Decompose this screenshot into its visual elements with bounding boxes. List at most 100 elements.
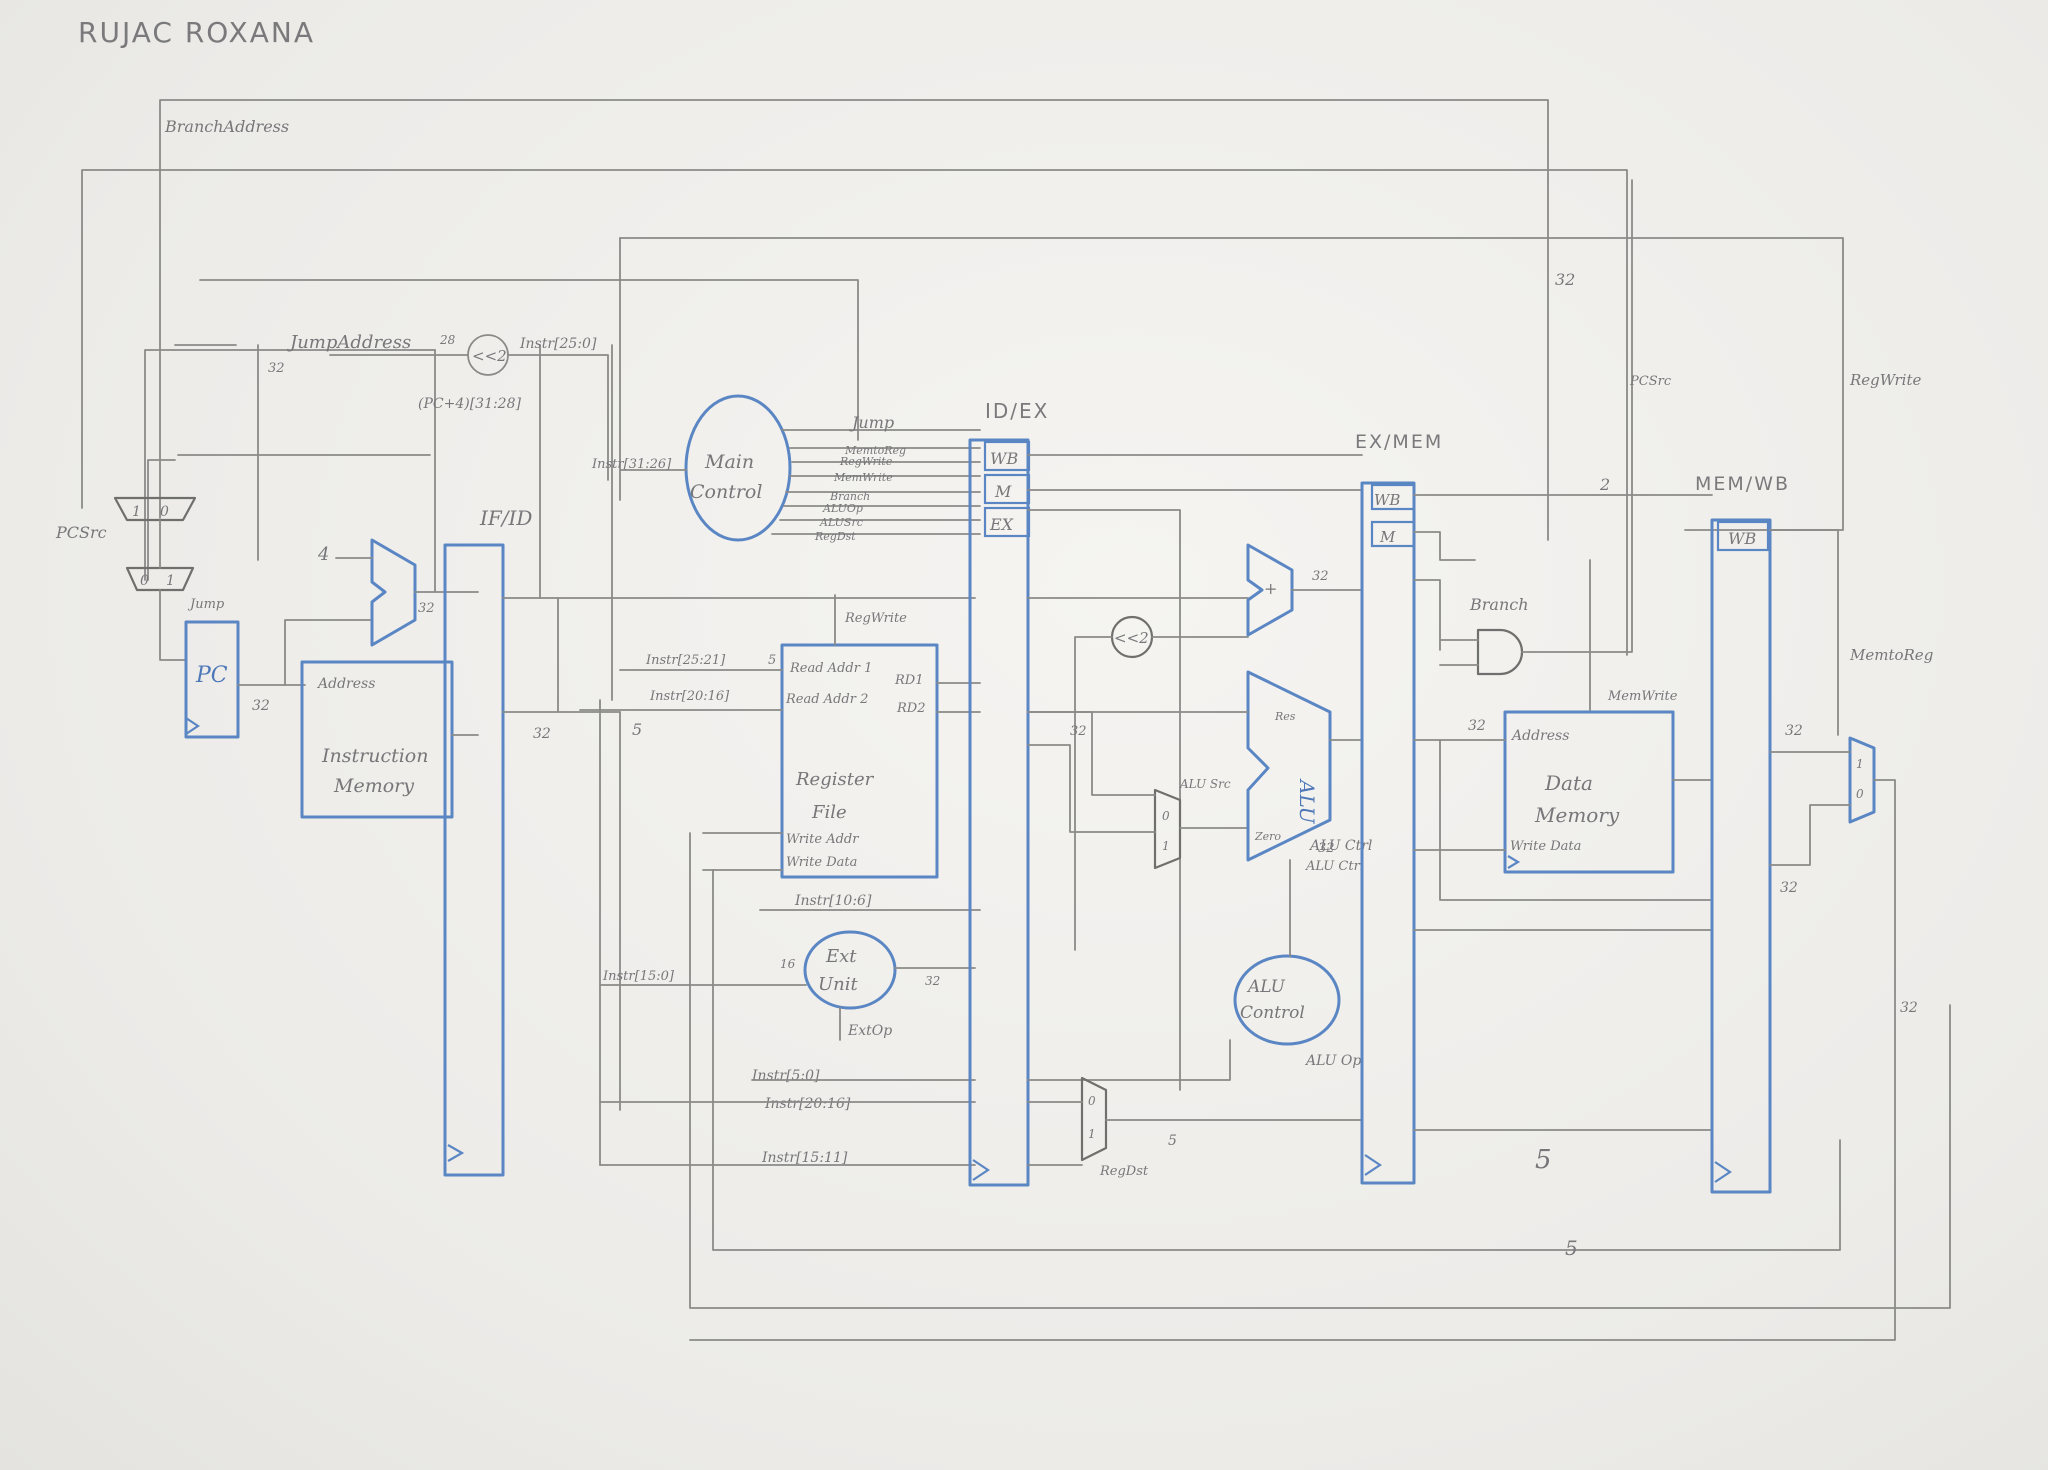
id-stage: Main Control Instr[31:26] Jump MemtoReg … xyxy=(579,394,1951,1309)
memwb-register: WB MEM/WB xyxy=(1695,473,1790,1194)
pcsrc-left-label: PCSrc xyxy=(55,523,107,542)
svg-text:32: 32 xyxy=(1318,841,1335,856)
svg-text:RD2: RD2 xyxy=(896,701,925,716)
svg-text:RegDst: RegDst xyxy=(814,530,856,543)
svg-text:5: 5 xyxy=(1565,1236,1578,1260)
svg-text:Instruction: Instruction xyxy=(321,745,428,767)
svg-text:ALU: ALU xyxy=(1246,977,1286,997)
svg-text:32: 32 xyxy=(1468,718,1486,734)
svg-text:MemtoReg: MemtoReg xyxy=(844,444,906,457)
svg-text:1: 1 xyxy=(1088,1127,1096,1141)
regdst-mux xyxy=(1080,1076,1108,1162)
svg-text:32: 32 xyxy=(1070,724,1087,739)
svg-text:File: File xyxy=(811,802,847,823)
svg-text:Instr[20:16]: Instr[20:16] xyxy=(649,689,730,704)
ifid-register: IF/ID 32 xyxy=(443,506,976,1177)
svg-text:Instr[20:16]: Instr[20:16] xyxy=(764,1096,851,1112)
svg-text:M: M xyxy=(1379,528,1396,546)
wb-stage: MemtoReg 1 0 32 32 32 xyxy=(689,529,1933,1341)
svg-text:RegWrite: RegWrite xyxy=(839,455,893,468)
svg-text:MemWrite: MemWrite xyxy=(833,471,893,484)
pc-register xyxy=(184,620,240,739)
svg-text:0: 0 xyxy=(160,504,169,520)
svg-text:Instr[10:6]: Instr[10:6] xyxy=(794,893,872,909)
svg-text:32: 32 xyxy=(252,698,270,714)
svg-text:ALU Ctrl: ALU Ctrl xyxy=(1308,838,1372,854)
ifid-label: IF/ID xyxy=(479,506,532,530)
svg-text:32: 32 xyxy=(925,974,940,988)
svg-text:0: 0 xyxy=(140,573,149,589)
data-memory xyxy=(1503,710,1675,874)
branch-adder xyxy=(1246,543,1294,637)
branch-and-gate xyxy=(1476,628,1524,676)
svg-text:32: 32 xyxy=(1785,723,1803,739)
svg-text:0: 0 xyxy=(1856,787,1864,801)
svg-text:ALUSrc: ALUSrc xyxy=(819,516,863,529)
svg-text:RegWrite: RegWrite xyxy=(844,611,907,626)
svg-text:Address: Address xyxy=(316,676,375,692)
svg-text:ExtOp: ExtOp xyxy=(847,1023,892,1039)
svg-text:ALUOp: ALUOp xyxy=(822,502,863,515)
svg-text:PC: PC xyxy=(195,663,228,688)
svg-text:4: 4 xyxy=(317,544,329,565)
idex-register: WB M EX ID/EX xyxy=(968,399,1047,1187)
svg-text:Control: Control xyxy=(690,481,762,503)
svg-text:Write Addr: Write Addr xyxy=(786,832,859,847)
svg-text:Read Addr 2: Read Addr 2 xyxy=(785,692,868,707)
jump-mux-label: Jump xyxy=(187,597,225,612)
svg-text:32: 32 xyxy=(1780,880,1798,896)
svg-text:32: 32 xyxy=(418,601,435,616)
exmem-label: EX/MEM xyxy=(1355,431,1443,453)
svg-text:Instr[25:21]: Instr[25:21] xyxy=(645,653,726,668)
svg-text:Write Data: Write Data xyxy=(1510,839,1581,854)
svg-text:Branch: Branch xyxy=(829,490,870,503)
svg-text:RegWrite: RegWrite xyxy=(1849,371,1922,389)
svg-text:+: + xyxy=(1264,579,1277,598)
ext-unit xyxy=(803,930,897,1010)
svg-text:Jump: Jump xyxy=(849,413,894,432)
svg-text:32: 32 xyxy=(1555,270,1575,289)
alu-control xyxy=(1233,954,1341,1046)
svg-text:WB: WB xyxy=(1728,529,1756,548)
memtoreg-mux xyxy=(1848,736,1876,824)
svg-text:(PC+4)[31:28]: (PC+4)[31:28] xyxy=(418,396,522,412)
alusrc-mux xyxy=(1153,788,1182,870)
feedback-wires xyxy=(81,99,1844,701)
svg-text:32: 32 xyxy=(1900,1000,1918,1016)
exmem-register: WB M EX/MEM xyxy=(1355,431,1443,1185)
register-file xyxy=(780,643,939,879)
svg-text:Zero: Zero xyxy=(1254,830,1281,843)
svg-text:1: 1 xyxy=(166,573,175,589)
svg-text:Ext: Ext xyxy=(825,946,857,967)
ex-stage: + 32 <<2 0 1 ALU Src ALU Res Zero 32 ALU… xyxy=(1027,454,1372,1179)
svg-text:Main: Main xyxy=(704,451,754,473)
svg-text:0: 0 xyxy=(1088,1094,1096,1108)
svg-text:PCSrc: PCSrc xyxy=(1629,374,1672,389)
mem-stage: Branch MemWrite Address Data Memory Writ… xyxy=(1413,179,1922,1260)
if-stage: 1 0 PCSrc 0 1 Jump PC 32 4 32 Address In… xyxy=(55,117,609,819)
author-name: RUJAC ROXANA xyxy=(78,16,315,49)
svg-text:Instr[15:11]: Instr[15:11] xyxy=(761,1150,848,1166)
memwb-label: MEM/WB xyxy=(1695,473,1790,495)
svg-text:M: M xyxy=(994,482,1012,501)
svg-text:Unit: Unit xyxy=(818,974,859,995)
jump-address-label: JumpAddress xyxy=(286,332,411,353)
svg-text:Read Addr 1: Read Addr 1 xyxy=(789,661,872,676)
svg-text:Control: Control xyxy=(1240,1003,1305,1023)
svg-text:0: 0 xyxy=(1162,809,1170,823)
svg-text:ALU Op: ALU Op xyxy=(1304,1053,1361,1069)
svg-text:Instr[5:0]: Instr[5:0] xyxy=(751,1068,820,1084)
svg-text:WB: WB xyxy=(990,449,1018,468)
svg-text:Address: Address xyxy=(1510,728,1569,744)
pcsrc-mux xyxy=(113,496,197,522)
svg-text:Res: Res xyxy=(1274,710,1296,723)
svg-text:WB: WB xyxy=(1374,491,1400,509)
pc-adder xyxy=(370,538,417,647)
svg-text:1: 1 xyxy=(1162,839,1170,853)
svg-text:Instr[15:0]: Instr[15:0] xyxy=(602,969,675,984)
svg-text:Instr[31:26]: Instr[31:26] xyxy=(591,457,672,472)
svg-text:5: 5 xyxy=(632,720,642,739)
svg-text:5: 5 xyxy=(1535,1145,1552,1175)
